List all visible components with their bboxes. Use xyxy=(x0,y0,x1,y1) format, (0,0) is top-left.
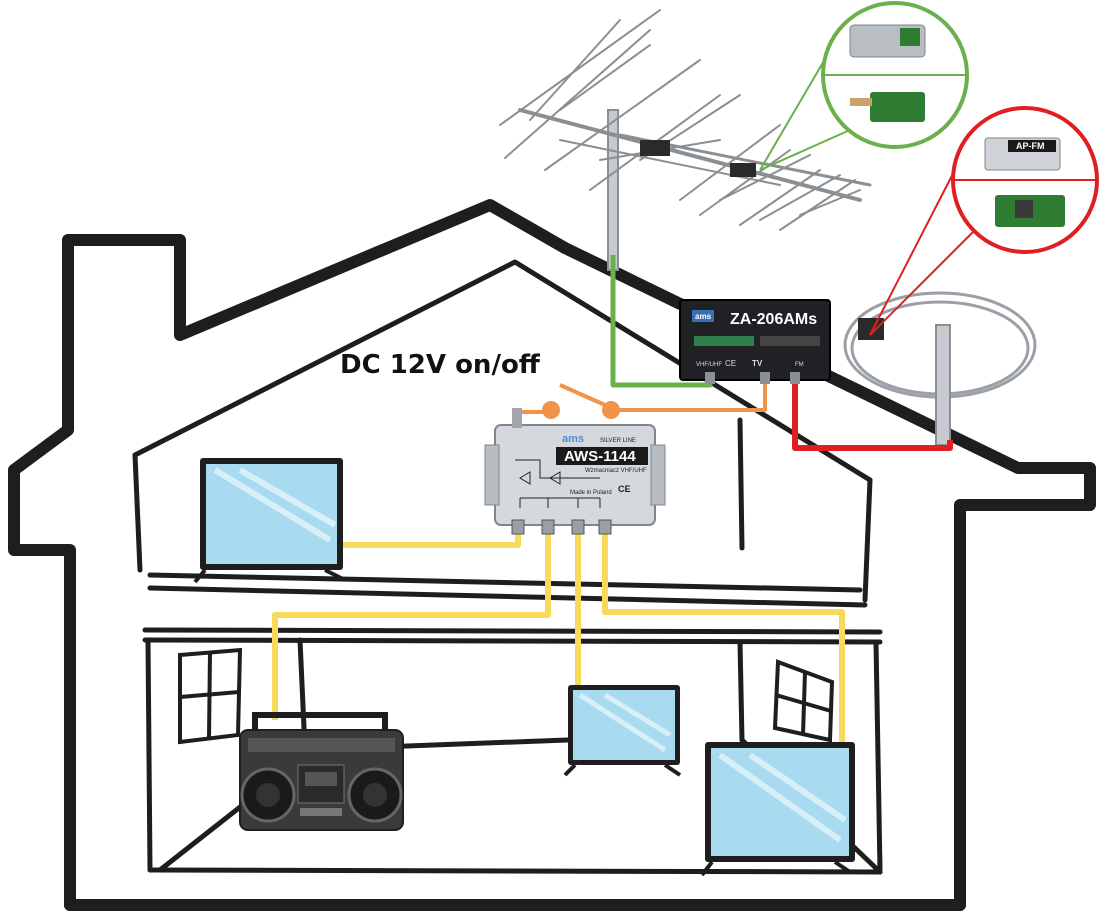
callout-antenna-amplifier xyxy=(759,1,969,171)
amplifier-outputs xyxy=(511,519,612,535)
dc-12v-label: DC 12V on/off xyxy=(340,350,541,380)
house-interior-lines xyxy=(132,259,883,875)
combiner-port-fm: FM xyxy=(795,362,804,368)
combiner-za-206ams: ams ZA-206AMs VHF/UHF CE TV FM xyxy=(679,299,831,384)
callout-ap-fm: AP-FM xyxy=(869,106,1099,336)
combiner-ce: CE xyxy=(725,359,736,368)
cable-fm-red xyxy=(792,380,953,451)
tv-attic xyxy=(193,458,346,584)
tv-ground-center xyxy=(563,685,682,777)
boombox-radio xyxy=(239,712,404,831)
window-left xyxy=(178,647,243,745)
ce-mark: CE xyxy=(618,484,631,494)
ap-fm-model: AP-FM xyxy=(1016,141,1045,151)
cable-tv-yellow xyxy=(272,525,845,745)
amplifier-model: AWS-1144 xyxy=(564,448,636,465)
combiner-port-vhf-uhf: VHF/UHF xyxy=(696,362,722,368)
house-outline xyxy=(8,199,1096,911)
combiner-model: ZA-206AMs xyxy=(730,311,817,328)
amplifier-series: SILVER LINE xyxy=(600,438,636,444)
fm-ring-antenna xyxy=(843,291,1037,446)
amplifier-subtitle: Wzmacniacz VHF/UHF xyxy=(585,468,647,474)
dc-switch-contacts xyxy=(542,401,620,419)
tv-ground-right xyxy=(700,742,855,877)
amplifier-made-in: Made in Poland xyxy=(570,490,612,496)
yagi-antenna xyxy=(499,9,872,271)
amplifier-schematic xyxy=(515,459,601,508)
window-right xyxy=(772,659,835,743)
amplifier-brand: ams xyxy=(562,433,584,445)
combiner-brand: ams xyxy=(695,312,712,321)
amplifier-aws-1144: ams SILVER LINE AWS-1144 Wzmacniacz VHF/… xyxy=(484,408,666,535)
combiner-port-tv: TV xyxy=(752,359,763,368)
